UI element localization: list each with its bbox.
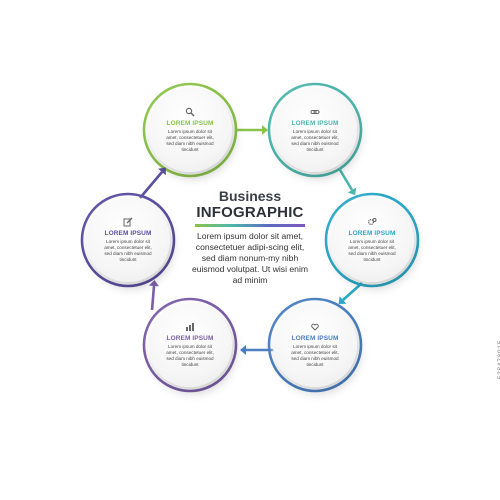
connector-arrow bbox=[150, 285, 156, 311]
step-node-3: LOREM IPSUM Lorem ipsum dolor sit amet, … bbox=[330, 198, 414, 282]
step-body: Lorem ipsum dolor sit amet, consectetuer… bbox=[291, 129, 339, 152]
connector-arrow bbox=[342, 282, 363, 301]
step-ring bbox=[142, 297, 238, 393]
step-title: LOREM IPSUM bbox=[348, 230, 396, 237]
arrowhead-icon bbox=[262, 125, 268, 135]
step-title: LOREM IPSUM bbox=[166, 335, 214, 342]
step-node-6: LOREM IPSUM Lorem ipsum dolor sit amet, … bbox=[86, 198, 170, 282]
title-infographic: INFOGRAPHIC bbox=[196, 204, 304, 221]
bar-chart-icon bbox=[186, 323, 194, 331]
step-ring bbox=[267, 82, 363, 178]
step-node-1: LOREM IPSUM Lorem ipsum dolor sit amet, … bbox=[148, 88, 232, 172]
step-node-2: LOREM IPSUM Lorem ipsum dolor sit amet, … bbox=[273, 88, 357, 172]
step-body: Lorem ipsum dolor sit amet, consectetuer… bbox=[104, 239, 152, 262]
title-business: Business bbox=[218, 188, 282, 204]
center-title-block: Business INFOGRAPHIC Lorem ipsum dolor s… bbox=[160, 188, 340, 286]
link-icon bbox=[310, 110, 320, 114]
step-node-5: LOREM IPSUM Lorem ipsum dolor sit amet, … bbox=[148, 303, 232, 387]
step-body: Lorem ipsum dolor sit amet, consectetuer… bbox=[348, 239, 396, 262]
step-node-4: LOREM IPSUM Lorem ipsum dolor sit amet, … bbox=[273, 303, 357, 387]
step-ring bbox=[80, 192, 176, 288]
step-title: LOREM IPSUM bbox=[104, 230, 152, 237]
step-title: LOREM IPSUM bbox=[291, 120, 339, 127]
arrowhead-icon bbox=[240, 345, 246, 355]
edit-icon bbox=[123, 217, 133, 227]
connector-arrow bbox=[139, 171, 163, 199]
gradient-divider bbox=[195, 224, 305, 227]
step-title: LOREM IPSUM bbox=[166, 120, 214, 127]
arrowhead-icon bbox=[338, 296, 347, 305]
step-ring bbox=[324, 192, 420, 288]
step-title: LOREM IPSUM bbox=[291, 335, 339, 342]
arrowhead-icon bbox=[347, 187, 357, 196]
magnifier-icon bbox=[185, 107, 195, 117]
heart-hand-icon bbox=[311, 323, 319, 331]
step-body: Lorem ipsum dolor sit amet, consectetuer… bbox=[291, 344, 339, 367]
arrowhead-icon bbox=[158, 167, 166, 176]
center-description: Lorem ipsum dolor sit amet, consectetuer… bbox=[191, 231, 309, 285]
step-ring bbox=[267, 297, 363, 393]
step-body: Lorem ipsum dolor sit amet, consectetuer… bbox=[166, 129, 214, 152]
arrowhead-icon bbox=[149, 280, 159, 287]
step-body: Lorem ipsum dolor sit amet, consectetuer… bbox=[166, 344, 214, 367]
connector-arrow bbox=[338, 169, 354, 191]
gears-icon bbox=[367, 218, 377, 226]
